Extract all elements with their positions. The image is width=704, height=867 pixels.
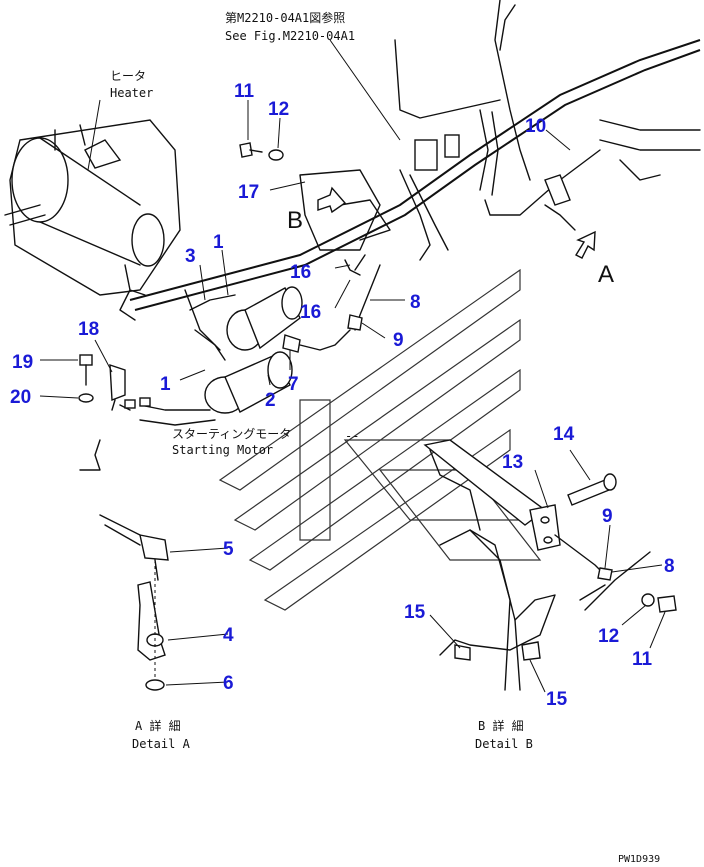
callout-19: 19 [12, 352, 33, 373]
drawing-code: PW1D939 [618, 854, 660, 865]
heater-label-jp: ヒータ [110, 69, 146, 83]
wiring-harness [129, 0, 701, 311]
callout-4: 4 [223, 625, 234, 646]
detail-a-label-en: Detail A [132, 737, 191, 751]
callout-5: 5 [223, 539, 234, 560]
motor-label-jp: スターティングモータ [172, 427, 291, 441]
view-arrow-a [575, 230, 596, 259]
view-letter-a: A [598, 261, 614, 288]
callout-11-top: 11 [234, 81, 255, 102]
detail-a-label-jp: A 詳 細 [135, 718, 181, 733]
callout-12-detail: 12 [598, 626, 619, 647]
callout-14: 14 [553, 424, 575, 445]
leader-lines [39, 39, 666, 693]
callout-10: 10 [525, 116, 546, 137]
callout-17: 17 [238, 182, 259, 203]
callout-8-top: 8 [410, 292, 421, 313]
harness-junction [282, 134, 576, 353]
callouts: 11 12 17 1 3 16 16 8 9 18 19 20 1 7 2 10… [10, 81, 675, 710]
callout-15-right: 15 [546, 689, 568, 710]
detail-b-label-en: Detail B [475, 737, 533, 751]
callout-18: 18 [78, 319, 99, 340]
callout-8-detail: 8 [664, 556, 675, 577]
callout-2: 2 [265, 390, 276, 411]
ref-note-jp: 第M2210-04A1図参照 [225, 10, 345, 25]
ref-note-en: See Fig.M2210-04A1 [225, 29, 355, 43]
callout-16-upper: 16 [290, 262, 311, 283]
bracket-18-assembly [78, 354, 151, 411]
callout-9-top: 9 [393, 330, 404, 351]
callout-11-detail: 11 [632, 649, 653, 670]
callout-1-top: 1 [213, 232, 224, 253]
callout-1-lower: 1 [160, 374, 171, 395]
watermark-dashes: -- [345, 429, 359, 443]
detail-b-label-jp: B 詳 細 [478, 718, 524, 733]
heater-label-en: Heater [110, 86, 153, 100]
callout-3: 3 [185, 246, 196, 267]
detail-b-drawing [423, 439, 677, 691]
heater-unit [4, 119, 181, 321]
starting-motor [79, 286, 303, 471]
callout-6: 6 [223, 673, 234, 694]
view-arrow-b [317, 186, 347, 214]
callout-15-left: 15 [404, 602, 426, 623]
callout-7: 7 [288, 374, 299, 395]
callout-9-detail: 9 [602, 506, 613, 527]
callout-16-lower: 16 [300, 302, 321, 323]
callout-12-top: 12 [268, 99, 289, 120]
detail-a-drawing [99, 514, 169, 691]
callout-13: 13 [502, 452, 523, 473]
callout-20: 20 [10, 387, 31, 408]
view-letter-b: B [287, 207, 303, 234]
motor-label-en: Starting Motor [172, 443, 273, 457]
bolt-11-top [239, 142, 284, 161]
